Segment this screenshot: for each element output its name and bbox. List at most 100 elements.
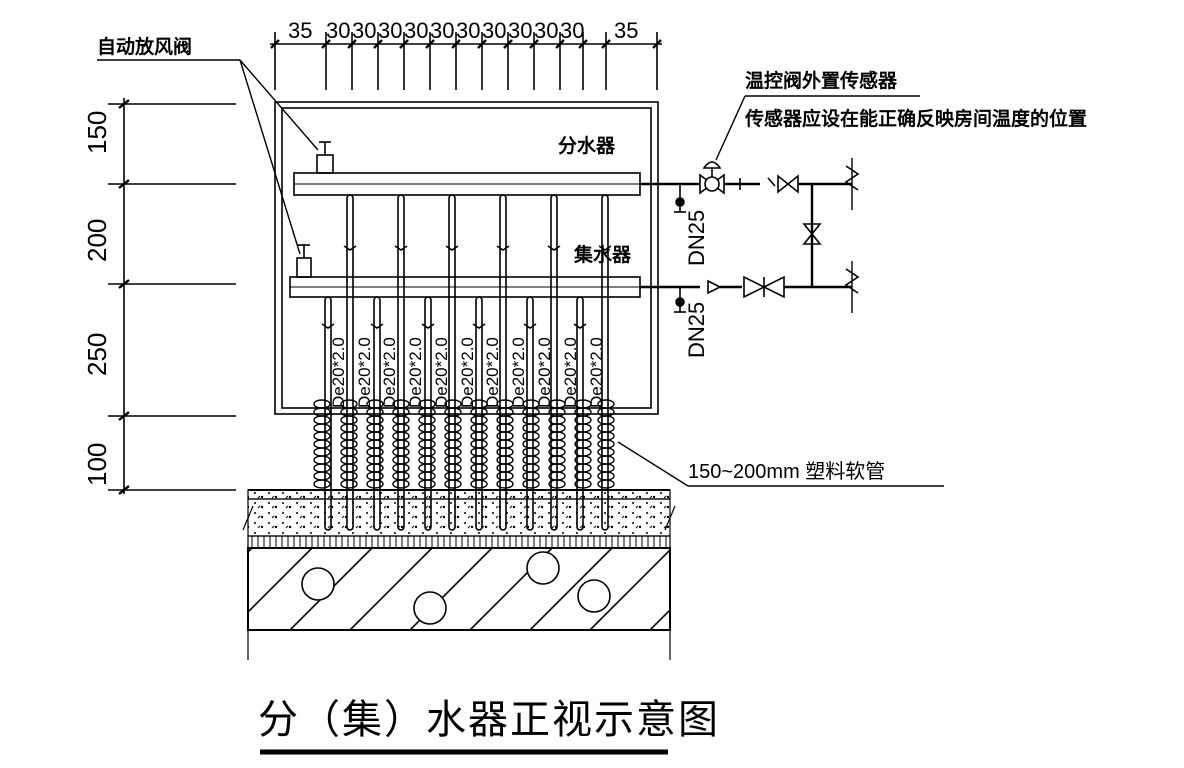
- return-riser: [373, 296, 381, 531]
- riser-valve: [421, 323, 435, 329]
- coil-loop: [313, 471, 331, 481]
- insulation-layer: [247, 535, 671, 549]
- coil-loop: [444, 471, 462, 481]
- temp-sensor-ball: [704, 176, 720, 192]
- coil-loop: [522, 471, 540, 481]
- coil-loop: [340, 471, 358, 481]
- top-dim-tick: [270, 39, 280, 49]
- pipe-spec-label-5: De20*2.0: [432, 337, 451, 408]
- slab-core-hole: [526, 551, 560, 585]
- coil-loop: [340, 439, 358, 449]
- coil-loop: [313, 463, 331, 473]
- top-dim-tick: [503, 39, 513, 49]
- supply-riser: [397, 194, 405, 531]
- dimension-lines: [108, 32, 662, 495]
- pipe-spec-label-9: De20*2.0: [535, 337, 554, 408]
- pipe-break: [844, 268, 860, 294]
- pipe-spec-label-2: De20*2.0: [355, 337, 374, 408]
- coil-loop: [522, 439, 540, 449]
- cabinet-outer: [274, 101, 659, 415]
- coil-loop: [597, 423, 615, 433]
- coil-loop: [418, 447, 436, 457]
- coil-loop: [392, 471, 410, 481]
- top-dim-2: 30: [326, 18, 351, 43]
- sensor-leader: [715, 95, 746, 161]
- top-dim-7: 30: [456, 18, 481, 43]
- sensor-title-label: 温控阀外置传感器: [745, 70, 898, 92]
- vent-leader-1: [239, 59, 319, 151]
- coil-loop: [444, 431, 462, 441]
- coil-loop: [470, 455, 488, 465]
- dn-return-label: DN25: [684, 301, 709, 358]
- coil-loop: [597, 479, 615, 489]
- coil-loop: [313, 447, 331, 457]
- top-dim-tick: [578, 39, 588, 49]
- slab-hatch-line: [349, 548, 433, 630]
- coil-loop: [418, 479, 436, 489]
- bypass-valve: [802, 223, 822, 245]
- coil-loop: [597, 415, 615, 425]
- left-dim-tick: [118, 485, 130, 495]
- coil-loop: [418, 471, 436, 481]
- coil-loop: [313, 439, 331, 449]
- coil-loop: [340, 479, 358, 489]
- coil-loop: [313, 431, 331, 441]
- supply-riser: [499, 194, 507, 531]
- coil-loop: [418, 439, 436, 449]
- left-dim-3: 250: [82, 332, 112, 376]
- coil-loop: [597, 447, 615, 457]
- coil-loop: [340, 455, 358, 465]
- riser-valve: [598, 245, 612, 251]
- top-dim-6: 30: [430, 18, 455, 43]
- coil-loop: [470, 471, 488, 481]
- soft-pipe-label: 150~200mm 塑料软管: [688, 461, 886, 483]
- coil-loop: [597, 455, 615, 465]
- top-dim-11: 30: [560, 18, 585, 43]
- return-riser: [324, 296, 332, 531]
- floor-section: [242, 489, 792, 660]
- coil-loop: [340, 423, 358, 433]
- pipe-spec-label-4: De20*2.0: [406, 337, 425, 408]
- slab-core-hole: [577, 579, 611, 613]
- coil-loop: [574, 479, 592, 489]
- coil-loop: [522, 423, 540, 433]
- break-mark: [242, 505, 254, 531]
- floor-finish-layer: [247, 489, 671, 500]
- break-mark: [664, 505, 676, 531]
- coil-loop: [444, 439, 462, 449]
- top-dim-tick: [425, 39, 435, 49]
- coil-loop: [470, 439, 488, 449]
- dn-supply-label: DN25: [684, 209, 709, 266]
- pipe-spec-label-8: De20*2.0: [509, 337, 528, 408]
- coil-loop: [522, 431, 540, 441]
- top-dim-tick: [451, 39, 461, 49]
- top-dim-12: 35: [614, 18, 639, 43]
- left-dim-tick: [118, 279, 130, 289]
- top-dim-9: 30: [508, 18, 533, 43]
- top-dim-tick: [399, 39, 409, 49]
- top-dim-tick: [347, 39, 357, 49]
- supply-riser: [550, 194, 558, 531]
- supply-riser: [346, 194, 354, 531]
- top-dim-5: 30: [404, 18, 429, 43]
- vent-leader-2: [239, 59, 301, 255]
- riser-valve: [573, 323, 587, 329]
- top-dim-8: 30: [482, 18, 507, 43]
- top-dim-tick: [555, 39, 565, 49]
- coil-loop: [392, 447, 410, 457]
- riser-valve: [547, 245, 561, 251]
- slab-hatch-line: [710, 548, 792, 630]
- coil-loop: [313, 479, 331, 489]
- pipe-spec-label-10: De20*2.0: [561, 337, 580, 408]
- coil-loop: [496, 479, 514, 489]
- riser-valve: [523, 323, 537, 329]
- coil-loop: [470, 431, 488, 441]
- coil-loop: [313, 415, 331, 425]
- coil-loop: [444, 423, 462, 433]
- top-dim-4: 30: [378, 18, 403, 43]
- coil-loop: [392, 423, 410, 433]
- coil-loop: [340, 431, 358, 441]
- left-dim-4: 100: [82, 442, 112, 486]
- manifold-cabinet: [274, 101, 659, 415]
- coil-loop: [548, 479, 566, 489]
